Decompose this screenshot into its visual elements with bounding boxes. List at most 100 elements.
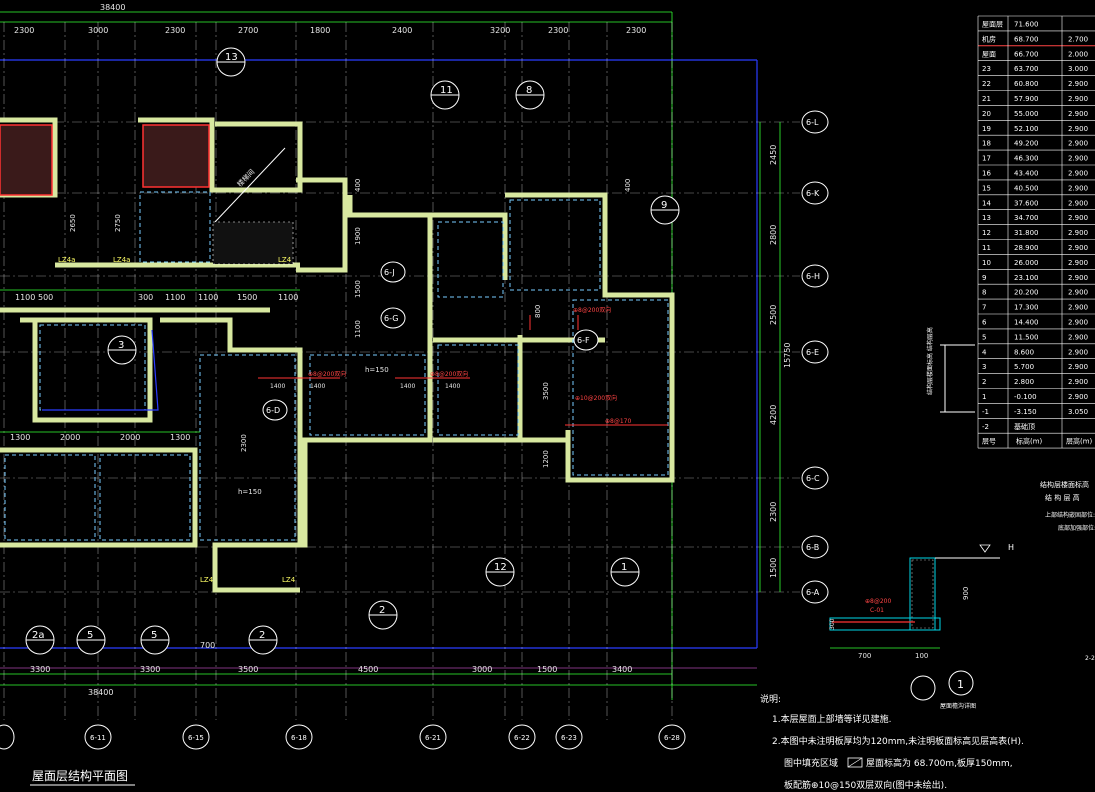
top-dim-4: 2700 [238, 26, 258, 35]
level-row-elevation: 46.300 [1014, 155, 1039, 163]
level-row-floor: 屋面层 [982, 21, 1003, 29]
level-row-floor: 23 [982, 65, 991, 73]
detail-h-label: H [1008, 543, 1014, 552]
level-row-elevation: 68.700 [1014, 35, 1039, 43]
callout-5a: 5 [87, 630, 93, 641]
level-row-height: 2.900 [1068, 95, 1088, 103]
level-row-elevation: 20.200 [1014, 289, 1039, 297]
level-row-floor: 18 [982, 140, 991, 148]
col-label-4: LZ4 [200, 576, 214, 584]
level-table-side: 结构层楼面标高 结构层高 结构层楼面标高 结 构 层 高 上部结构嵌固部位:-0… [926, 327, 1095, 532]
rebar-marks: ⊕8@200双向 ⊕8@200双向 ⊕8@200双向 ⊕10@200双向 ⊕8@… [258, 306, 668, 426]
misc-dim-14: 1400 [400, 383, 415, 390]
bottom-axis-2: 6-15 [188, 734, 204, 742]
level-row-elevation: 34.700 [1014, 214, 1039, 222]
right-dim-6: 1500 [769, 558, 778, 578]
level-row-floor: 21 [982, 95, 991, 103]
axis-mid-2: 6-G [384, 314, 398, 323]
level-row-floor: 10 [982, 259, 991, 267]
level-caption-4: 底部加强部位:三层 [1058, 524, 1095, 532]
level-row-floor: 16 [982, 170, 991, 178]
top-dim-7: 3200 [490, 26, 510, 35]
mid-dim-7: 1100 [278, 293, 298, 302]
right-dim-5: 2300 [769, 502, 778, 522]
level-row-floor: 机房 [982, 34, 996, 43]
level-row-elevation: 14.400 [1014, 319, 1039, 327]
callout-9: 9 [661, 200, 667, 211]
level-row-height: 3.000 [1068, 65, 1088, 73]
level-row-height: 2.900 [1068, 333, 1088, 341]
level-row-floor: 6 [982, 319, 987, 327]
misc-dim-5: 1500 [354, 280, 362, 298]
grid-lines [0, 22, 800, 720]
bottom-dim-3: 700 [200, 641, 215, 650]
level-row-floor: 8 [982, 289, 986, 297]
mid2-dim-4: 1300 [170, 433, 190, 442]
level-row-height: 2.900 [1068, 363, 1088, 371]
top-dim-2: 3000 [88, 26, 108, 35]
bottom-axis-4: 6-21 [425, 734, 441, 742]
callout-1: 1 [621, 562, 627, 573]
level-row-height: 3.050 [1068, 408, 1088, 416]
level-row-floor: 1 [982, 393, 986, 401]
level-row-height: 2.900 [1068, 125, 1088, 133]
level-row-height: 2.900 [1068, 259, 1088, 267]
level-row-height: 2.900 [1068, 110, 1088, 118]
stair-label: 楼梯间 [235, 167, 256, 188]
detail-side-note: 2-2 [1085, 655, 1095, 662]
col-label-2: LZ4a [113, 256, 130, 264]
mid-dim-5: 1100 [198, 293, 218, 302]
col-label-1: LZ4a [58, 256, 75, 264]
misc-dim-13: 1400 [310, 383, 325, 390]
axis-mid-1: 6-J [384, 268, 395, 277]
level-row-elevation: 49.200 [1014, 140, 1039, 148]
level-row-elevation: 2.800 [1014, 378, 1034, 386]
level-row-elevation: 5.700 [1014, 363, 1034, 371]
level-row-height: 2.900 [1068, 289, 1088, 297]
bottom-axis-1: 6-11 [90, 734, 106, 742]
detail-caption: 屋面檐沟详图 [940, 702, 976, 710]
mid-dim-6: 1500 [237, 293, 257, 302]
level-row-floor: 11 [982, 244, 991, 252]
level-row-floor: 19 [982, 125, 991, 133]
drawing-title: 屋面层结构平面图 [32, 768, 128, 783]
right-axis-1: 6-L [806, 118, 819, 127]
level-row-height: 2.000 [1068, 50, 1088, 58]
level-row-floor: -1 [982, 408, 989, 416]
misc-dim-3: 400 [354, 179, 362, 192]
level-row-height: 2.900 [1068, 184, 1088, 192]
level-header-height: 层高(m) [1066, 437, 1093, 446]
mid-dim-2: 500 [38, 293, 53, 302]
slab-edges [4, 191, 669, 541]
level-row-elevation: 43.400 [1014, 170, 1039, 178]
top-dimension-chain: 38400 2300 3000 2300 2700 1800 2400 3200… [14, 3, 646, 35]
misc-dim-7: 2300 [240, 434, 248, 452]
top-dim-9: 2300 [626, 26, 646, 35]
level-row-height: 2.900 [1068, 170, 1088, 178]
level-row-elevation: 26.000 [1014, 259, 1039, 267]
misc-dim-6: 1100 [354, 320, 362, 338]
level-row-floor: 9 [982, 274, 986, 282]
level-row-floor: 14 [982, 199, 991, 207]
notes-heading: 说明: [760, 693, 781, 705]
notes-line-4: 板配筋⊕10@150双层双向(图中未绘出). [784, 779, 947, 791]
level-row-elevation: 23.100 [1014, 274, 1039, 282]
building-walls [0, 117, 675, 593]
col-label-5: LZ4 [282, 576, 296, 584]
level-row-height: 2.900 [1068, 155, 1088, 163]
level-caption-2: 结 构 层 高 [1045, 493, 1080, 502]
detail-dim-d: 300 [829, 618, 836, 630]
detail-rebar-2: C-01 [870, 607, 884, 614]
right-total-dim: 15750 [783, 343, 792, 368]
bottom-dim-8: 3400 [612, 665, 632, 674]
level-row-floor: 15 [982, 184, 991, 192]
level-row-elevation: 11.500 [1014, 333, 1039, 341]
misc-dim-4: 1900 [354, 227, 362, 245]
bottom-dim-7: 1500 [537, 665, 557, 674]
top-dim-3: 2300 [165, 26, 185, 35]
level-row-elevation: 基础顶 [1014, 422, 1035, 431]
level-row-height: 2.900 [1068, 229, 1088, 237]
bottom-dim-2: 3300 [140, 665, 160, 674]
top-dim-6: 2400 [392, 26, 412, 35]
